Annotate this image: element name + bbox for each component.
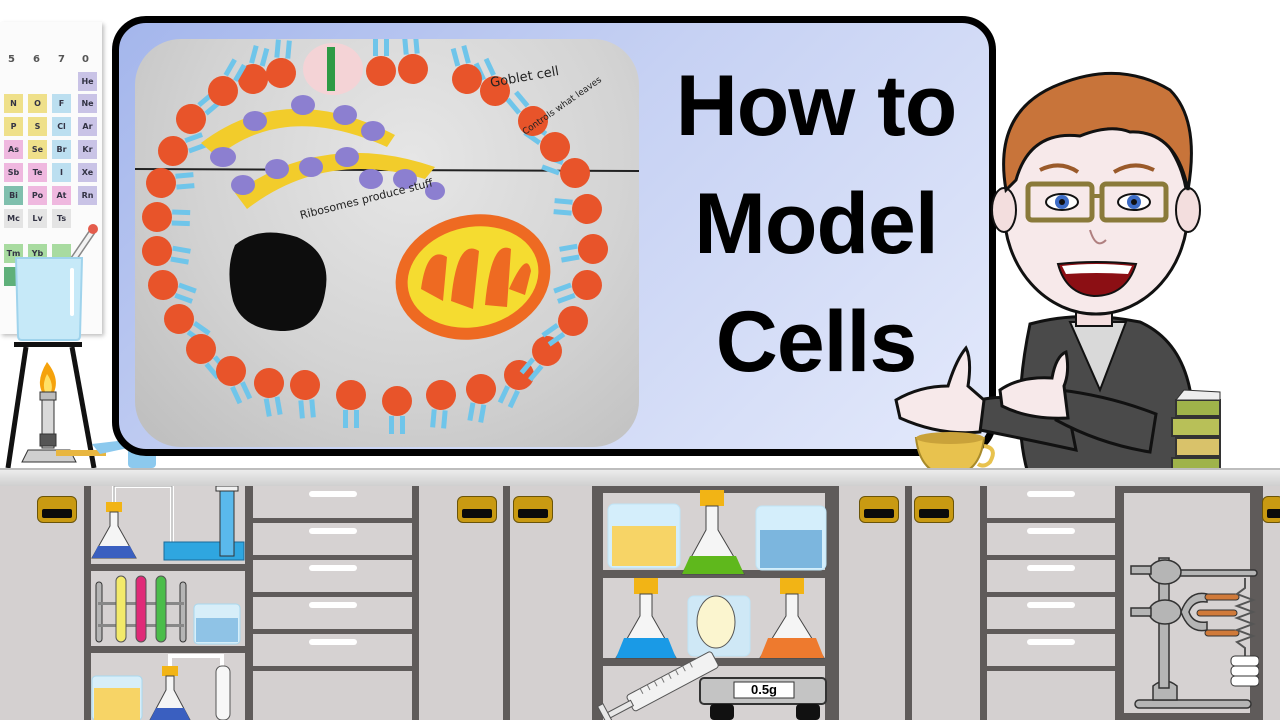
test-tube-icon [215, 665, 231, 720]
title-line: Model [694, 176, 938, 272]
element-cell: Bi [4, 186, 23, 205]
drawer[interactable] [253, 634, 412, 671]
egg-in-beaker-icon [687, 595, 751, 657]
drawer[interactable] [253, 486, 412, 523]
drawer[interactable] [987, 597, 1115, 634]
channel-protein [303, 43, 363, 95]
measuring-cylinder-icon [215, 486, 239, 557]
glasses-icon [1025, 181, 1169, 223]
beaker-icon [755, 505, 827, 571]
element-cell: Te [28, 163, 47, 182]
beaker-icon [193, 603, 241, 645]
cabinet-frame [592, 486, 599, 720]
group-header: 5 [8, 54, 15, 65]
element-cell: Mc [4, 209, 23, 228]
element-cell: Cl [52, 117, 71, 136]
clamp-stand-apparatus [1117, 486, 1259, 720]
shelf-middle-apparatus [596, 486, 832, 720]
conical-flask-icon [149, 666, 191, 720]
cabinet-frame [980, 486, 987, 720]
books-icon [1171, 389, 1221, 477]
cabinet-frame [412, 486, 419, 720]
cabinet-handle[interactable] [37, 496, 77, 523]
element-cell: P [4, 117, 23, 136]
element-cell: He [78, 72, 97, 91]
conical-flask-icon [91, 502, 137, 559]
drawer[interactable] [987, 560, 1115, 597]
shelf-left-apparatus [84, 486, 252, 720]
group-header: 7 [58, 54, 65, 65]
spring-icon [1234, 578, 1256, 656]
cell-membrane [139, 39, 611, 434]
tripod-icon [5, 342, 97, 469]
bench-top [0, 468, 1280, 486]
element-cell: Xe [78, 163, 97, 182]
annotation-goblet-cell: Goblet cell [489, 64, 560, 91]
element-cell: S [28, 117, 47, 136]
title-line: How to [675, 58, 958, 154]
cabinet-handle[interactable] [914, 496, 954, 523]
drawer[interactable] [987, 523, 1115, 560]
cabinet-frame [832, 486, 839, 720]
cell-model-photo: Goblet cell Controls what leaves Ribosom… [135, 39, 639, 447]
beaker-icon [607, 503, 681, 569]
element-cell: Br [52, 140, 71, 159]
conical-flask-icon [615, 578, 677, 659]
cabinet-frame [503, 486, 510, 720]
mitochondrion [395, 214, 551, 340]
weights-icon [1230, 655, 1259, 687]
balance-icon [699, 677, 827, 720]
coffee-cup-icon [914, 432, 995, 478]
drawer[interactable] [253, 597, 412, 634]
nucleus [229, 232, 327, 331]
lab-cabinets: 0.5g [0, 486, 1280, 720]
cabinet-handle[interactable] [859, 496, 899, 523]
element-cell: Ar [78, 117, 97, 136]
cabinet-frame [905, 486, 912, 720]
cell-model-illustration: Goblet cell Controls what leaves Ribosom… [135, 39, 639, 434]
group-header: 6 [33, 54, 40, 65]
title-line: Cells [715, 294, 918, 390]
video-title: How to Model Cells [641, 47, 989, 401]
element-cell: I [52, 163, 71, 182]
balance-reading: 0.5g [750, 682, 777, 697]
beaker-icon [14, 257, 84, 341]
element-cell: Kr [78, 140, 97, 159]
element-cell: Po [28, 186, 47, 205]
element-cell: At [52, 186, 71, 205]
bunsen-burner-icon [21, 391, 156, 468]
element-cell: Se [28, 140, 47, 159]
conical-flask-icon [681, 490, 745, 575]
element-cell: O [28, 94, 47, 113]
element-cell: Rn [78, 186, 97, 205]
conical-flask-icon [759, 578, 825, 659]
cabinet-frame [1256, 486, 1263, 720]
syringe-icon [596, 651, 719, 720]
element-cell: Ne [78, 94, 97, 113]
ribosomes [210, 95, 445, 200]
beaker-icon [91, 675, 143, 720]
element-cell: F [52, 94, 71, 113]
test-tube-rack-icon [95, 575, 187, 643]
element-cell: Ts [52, 209, 71, 228]
group-header: 0 [82, 54, 89, 65]
flame-icon [39, 362, 56, 392]
drawer[interactable] [987, 634, 1115, 671]
clamp-stand-icon [1130, 557, 1258, 709]
cabinet-handle[interactable] [457, 496, 497, 523]
drawer[interactable] [253, 523, 412, 560]
presenter-avatar [894, 71, 1221, 480]
presentation-board: Goblet cell Controls what leaves Ribosom… [112, 16, 996, 456]
element-cell: N [4, 94, 23, 113]
element-cell: Lv [28, 209, 47, 228]
bunsen-burner-setup [5, 224, 156, 469]
element-cell: Sb [4, 163, 23, 182]
drawer[interactable] [253, 560, 412, 597]
element-cell: As [4, 140, 23, 159]
cabinet-handle[interactable] [1262, 496, 1280, 523]
cabinet-handle[interactable] [513, 496, 553, 523]
drawer[interactable] [987, 486, 1115, 523]
